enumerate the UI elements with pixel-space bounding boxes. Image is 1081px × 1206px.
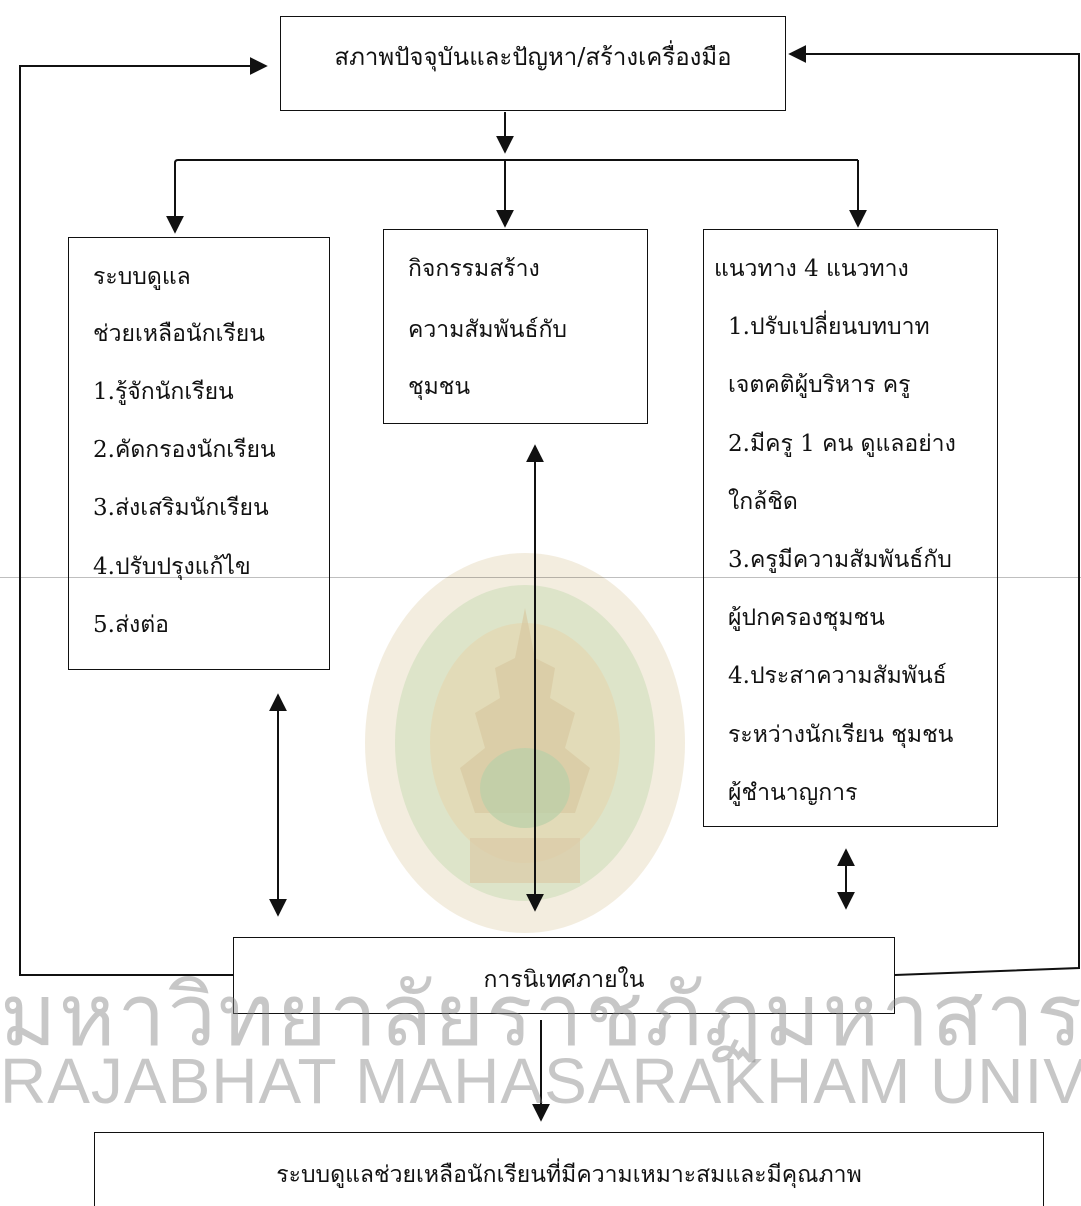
middle-line-3: ชุมชน <box>408 374 471 400</box>
right-line-2: 1.ปรับเปลี่ยนบทบาท <box>728 314 930 340</box>
left-line-6: 4.ปรับปรุงแก้ไข <box>93 554 251 580</box>
left-line-1: ระบบดูแล <box>93 264 191 290</box>
student-support-system-box: ระบบดูแล ช่วยเหลือนักเรียน 1.รู้จักนักเร… <box>68 237 330 670</box>
internal-supervision-box: การนิเทศภายใน <box>233 937 895 1014</box>
internal-supervision-label: การนิเทศภายใน <box>483 967 645 993</box>
right-line-4: 2.มีครู 1 คน ดูแลอย่าง <box>728 431 956 457</box>
right-line-1: แนวทาง 4 แนวทาง <box>714 256 909 282</box>
right-line-10: ผู้ชำนาญการ <box>728 780 858 806</box>
left-line-7: 5.ส่งต่อ <box>93 612 169 638</box>
left-line-3: 1.รู้จักนักเรียน <box>93 379 234 405</box>
quality-support-system-box: ระบบดูแลช่วยเหลือนักเรียนที่มีความเหมาะส… <box>94 1132 1044 1206</box>
watermark-english-text: RAJABHAT MAHASARAKHAM UNIVERSITY <box>0 1045 1081 1117</box>
right-line-3: เจตคติผู้บริหาร ครู <box>728 372 911 398</box>
right-line-8: 4.ประสาความสัมพันธ์ <box>728 663 947 689</box>
university-seal-watermark <box>365 553 685 933</box>
four-approaches-box: แนวทาง 4 แนวทาง 1.ปรับเปลี่ยนบทบาท เจตคต… <box>703 229 998 827</box>
left-line-2: ช่วยเหลือนักเรียน <box>93 321 265 347</box>
left-line-4: 2.คัดกรองนักเรียน <box>93 437 276 463</box>
current-situation-box: สภาพปัจจุบันและปัญหา/สร้างเครื่องมือ <box>280 16 786 111</box>
community-activity-box: กิจกรรมสร้าง ความสัมพันธ์กับ ชุมชน <box>383 229 648 424</box>
left-line-5: 3.ส่งเสริมนักเรียน <box>93 495 269 521</box>
quality-support-system-label: ระบบดูแลช่วยเหลือนักเรียนที่มีความเหมาะส… <box>276 1162 862 1188</box>
middle-line-2: ความสัมพันธ์กับ <box>408 317 568 343</box>
middle-line-1: กิจกรรมสร้าง <box>408 256 540 282</box>
right-line-7: ผู้ปกครองชุมชน <box>728 605 885 631</box>
right-line-9: ระหว่างนักเรียน ชุมชน <box>728 722 954 748</box>
current-situation-label: สภาพปัจจุบันและปัญหา/สร้างเครื่องมือ <box>334 43 732 71</box>
right-line-5: ใกล้ชิด <box>728 489 798 515</box>
watermark-thai-text: มหาวิทยาลัยราชภัฏมหาสารคาม <box>0 968 1081 1064</box>
right-line-6: 3.ครูมีความสัมพันธ์กับ <box>728 547 952 573</box>
